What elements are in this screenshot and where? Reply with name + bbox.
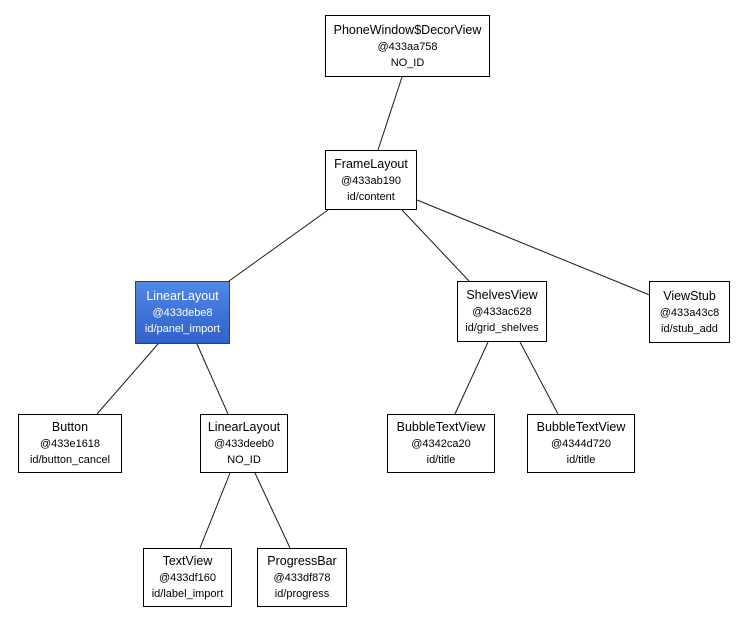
node-class-name: ProgressBar (267, 554, 337, 568)
node-view-id: id/label_import (151, 588, 224, 600)
node-linearlayout-no-id[interactable]: LinearLayout @433deeb0 NO_ID (200, 414, 288, 473)
node-view-id: id/panel_import (144, 323, 221, 335)
node-view-id: id/title (426, 454, 456, 466)
node-address: @433e1618 (39, 438, 101, 450)
node-class-name: ViewStub (663, 288, 716, 303)
edge-shelvesview-bubble2 (519, 341, 559, 415)
node-class-name: LinearLayout (146, 289, 219, 303)
node-address: @433aa758 (377, 40, 438, 53)
node-shelvesview-grid-shelves[interactable]: ShelvesView @433ac628 id/grid_shelves (457, 281, 547, 342)
node-class-name: TextView (162, 554, 213, 568)
node-address: @433deeb0 (213, 438, 275, 450)
node-view-id: id/button_cancel (29, 454, 111, 466)
node-address: @4342ca20 (411, 438, 471, 450)
node-address: @433debe8 (152, 307, 213, 319)
node-bubbletextview-title-2[interactable]: BubbleTextView @4344d720 id/title (527, 414, 635, 473)
edge-shelvesview-bubble1 (454, 341, 489, 415)
edge-linearlayout-textview (199, 472, 231, 549)
edge-panel-import-linearlayout (196, 343, 229, 415)
node-view-id: NO_ID (227, 454, 261, 466)
node-address: @433a43c8 (659, 306, 720, 319)
node-class-name: BubbleTextView (536, 420, 626, 434)
node-class-name: LinearLayout (207, 420, 281, 434)
edge-panel-import-button (96, 343, 159, 415)
node-class-name: Button (51, 420, 89, 434)
node-view-id: id/content (347, 190, 395, 203)
edge-framelayout-panel-import (228, 209, 329, 282)
node-progressbar-progress[interactable]: ProgressBar @433df878 id/progress (257, 548, 347, 607)
node-address: @433df878 (273, 572, 331, 584)
node-view-id: id/grid_shelves (465, 322, 539, 334)
edge-linearlayout-progressbar (254, 472, 291, 549)
node-viewstub-stub-add[interactable]: ViewStub @433a43c8 id/stub_add (649, 281, 730, 343)
node-address: @433df160 (158, 572, 217, 584)
node-address: @433ab190 (340, 174, 402, 187)
node-view-id: id/progress (274, 588, 330, 600)
node-button-cancel[interactable]: Button @433e1618 id/button_cancel (18, 414, 122, 473)
node-linearlayout-panel-import-selected[interactable]: LinearLayout @433debe8 id/panel_import (135, 281, 230, 344)
node-class-name: ShelvesView (466, 288, 538, 302)
edge-framelayout-shelvesview (401, 209, 470, 282)
node-view-id: id/title (566, 454, 596, 466)
node-view-id: id/stub_add (661, 322, 718, 335)
node-textview-label-import[interactable]: TextView @433df160 id/label_import (143, 548, 232, 607)
node-bubbletextview-title-1[interactable]: BubbleTextView @4342ca20 id/title (387, 414, 495, 473)
node-class-name: FrameLayout (334, 156, 408, 171)
node-class-name: PhoneWindow$DecorView (333, 22, 482, 37)
node-address: @4344d720 (550, 438, 612, 450)
node-view-id: NO_ID (390, 56, 425, 69)
node-address: @433ac628 (472, 306, 532, 318)
node-phonewindow-decorview[interactable]: PhoneWindow$DecorView @433aa758 NO_ID (325, 15, 490, 77)
edge-decorview-framelayout (377, 76, 403, 151)
node-framelayout-content[interactable]: FrameLayout @433ab190 id/content (325, 150, 417, 210)
node-class-name: BubbleTextView (396, 420, 486, 434)
edge-framelayout-viewstub (416, 199, 653, 297)
